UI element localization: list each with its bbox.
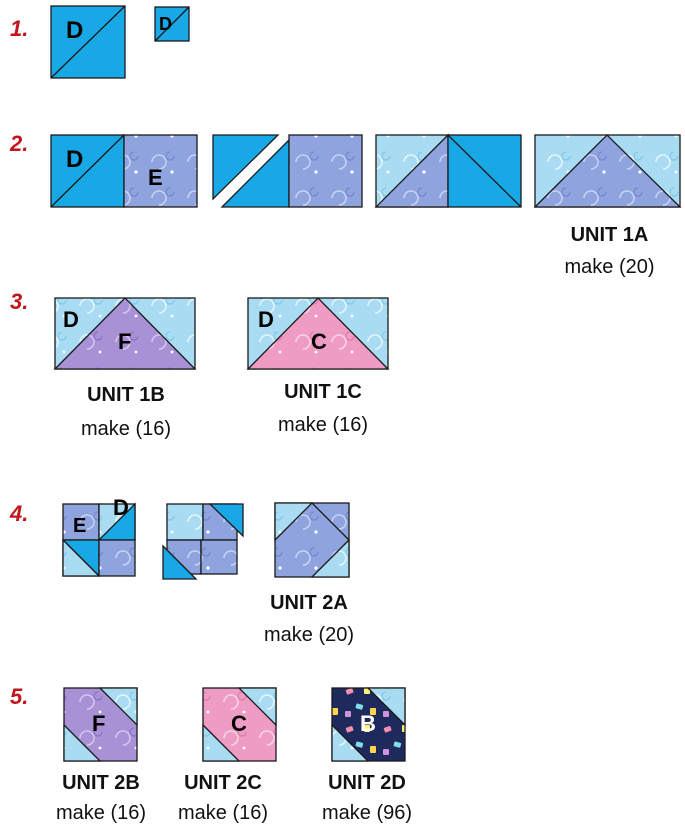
step2-pieces-laid	[50, 134, 198, 208]
step2-pieces-pressed	[374, 133, 522, 208]
fabric-letter-f: F	[118, 329, 131, 354]
fabric-letter-c: C	[311, 329, 327, 354]
fabric-letter-d: D	[258, 307, 274, 332]
unit-1a-block	[533, 134, 682, 208]
step-number-5: 5.	[10, 684, 29, 709]
fabric-letter-b: B	[360, 711, 376, 736]
fabric-letter-e: E	[73, 515, 86, 537]
fabric-letter-c: C	[231, 711, 247, 736]
step2-pieces-sewn	[212, 134, 363, 208]
unit-1a-quantity: make (20)	[564, 256, 655, 278]
unit-2d-title: UNIT 2D	[328, 772, 406, 794]
unit-2d-quantity: make (96)	[321, 802, 413, 824]
fabric-letter-d: D	[66, 17, 83, 44]
fabric-letter-e: E	[148, 165, 163, 190]
fabric-letter-d: D	[63, 307, 79, 332]
fabric-letter-d: D	[66, 146, 83, 173]
unit-1b-title: UNIT 1B	[87, 384, 165, 406]
step1-square-large	[50, 5, 126, 79]
unit-1c-title: UNIT 1C	[284, 381, 362, 403]
step-number-4: 4.	[10, 501, 29, 526]
step4-four-patch	[62, 502, 136, 577]
unit-2b-title: UNIT 2B	[62, 772, 140, 794]
unit-1a-title: UNIT 1A	[570, 224, 649, 246]
unit-2b-quantity: make (16)	[55, 802, 147, 824]
unit-2c-title: UNIT 2C	[184, 772, 262, 794]
unit-2d-block	[331, 687, 406, 762]
unit-2a-block	[274, 502, 350, 578]
unit-1b-quantity: make (16)	[80, 418, 172, 440]
unit-2b-block	[63, 687, 138, 762]
unit-1b-block	[53, 297, 197, 370]
fabric-letter-f: F	[92, 711, 105, 736]
unit-1c-quantity: make (16)	[277, 414, 369, 436]
unit-1c-block	[246, 297, 390, 370]
step-number-3: 3.	[10, 289, 29, 314]
step1-square-small	[154, 6, 190, 42]
fabric-letter-d: D	[113, 495, 129, 520]
step-number-2: 2.	[10, 131, 29, 156]
fabric-letter-d: D	[159, 14, 172, 34]
step4-four-patch-sewn	[162, 503, 244, 580]
unit-2c-quantity: make (16)	[177, 802, 269, 824]
unit-2a-title: UNIT 2A	[270, 592, 348, 614]
step-number-1: 1.	[10, 16, 29, 41]
unit-2c-block	[202, 687, 277, 762]
unit-2a-quantity: make (20)	[263, 624, 355, 646]
